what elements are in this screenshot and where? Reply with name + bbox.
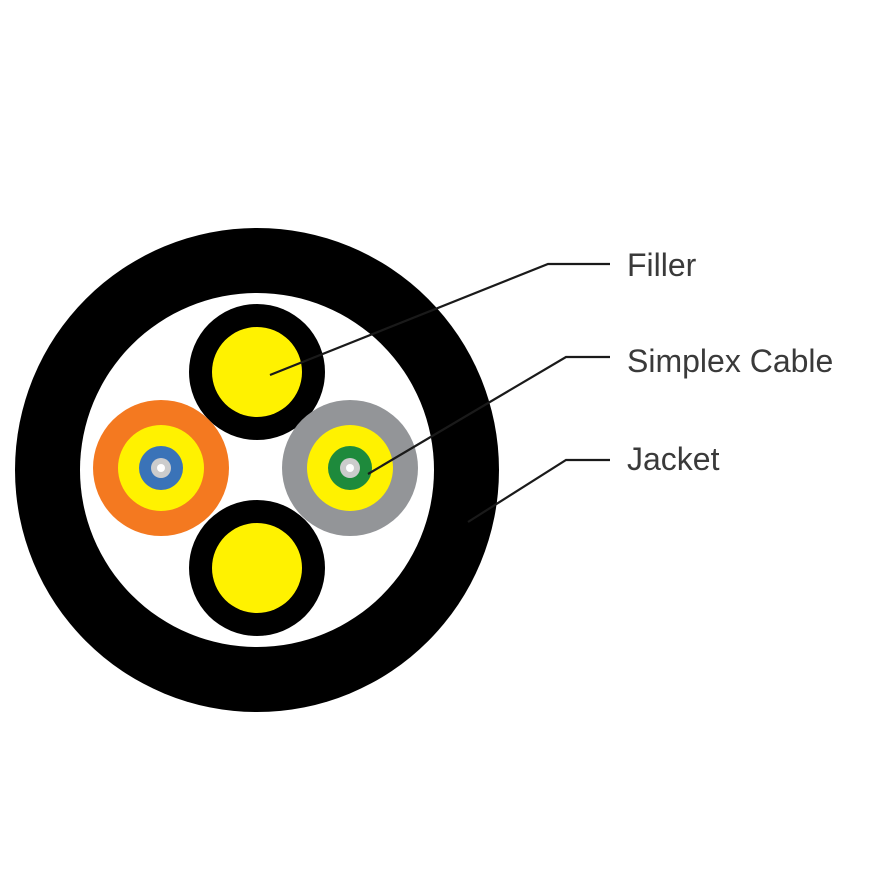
cable-interior	[80, 293, 434, 647]
filler-leader-line	[269, 262, 610, 377]
leader-lines	[269, 262, 610, 523]
filler-label: Filler	[627, 247, 697, 283]
labels: Filler Simplex Cable Jacket	[627, 247, 833, 477]
filler-top-core	[212, 327, 302, 417]
simplex-cable-right	[282, 400, 418, 536]
jacket-label: Jacket	[627, 441, 720, 477]
filler-bottom-core	[212, 523, 302, 613]
simplex-left-fiber-center	[157, 464, 165, 472]
jacket-leader-line	[467, 458, 610, 523]
filler-bottom	[189, 500, 325, 636]
simplex-right-fiber-center	[346, 464, 354, 472]
cable-cross-section	[15, 228, 499, 712]
simplex-cable-left	[93, 400, 229, 536]
simplex-cable-leader-line	[367, 355, 610, 475]
filler-top	[189, 304, 325, 440]
simplex-cable-label: Simplex Cable	[627, 343, 833, 379]
